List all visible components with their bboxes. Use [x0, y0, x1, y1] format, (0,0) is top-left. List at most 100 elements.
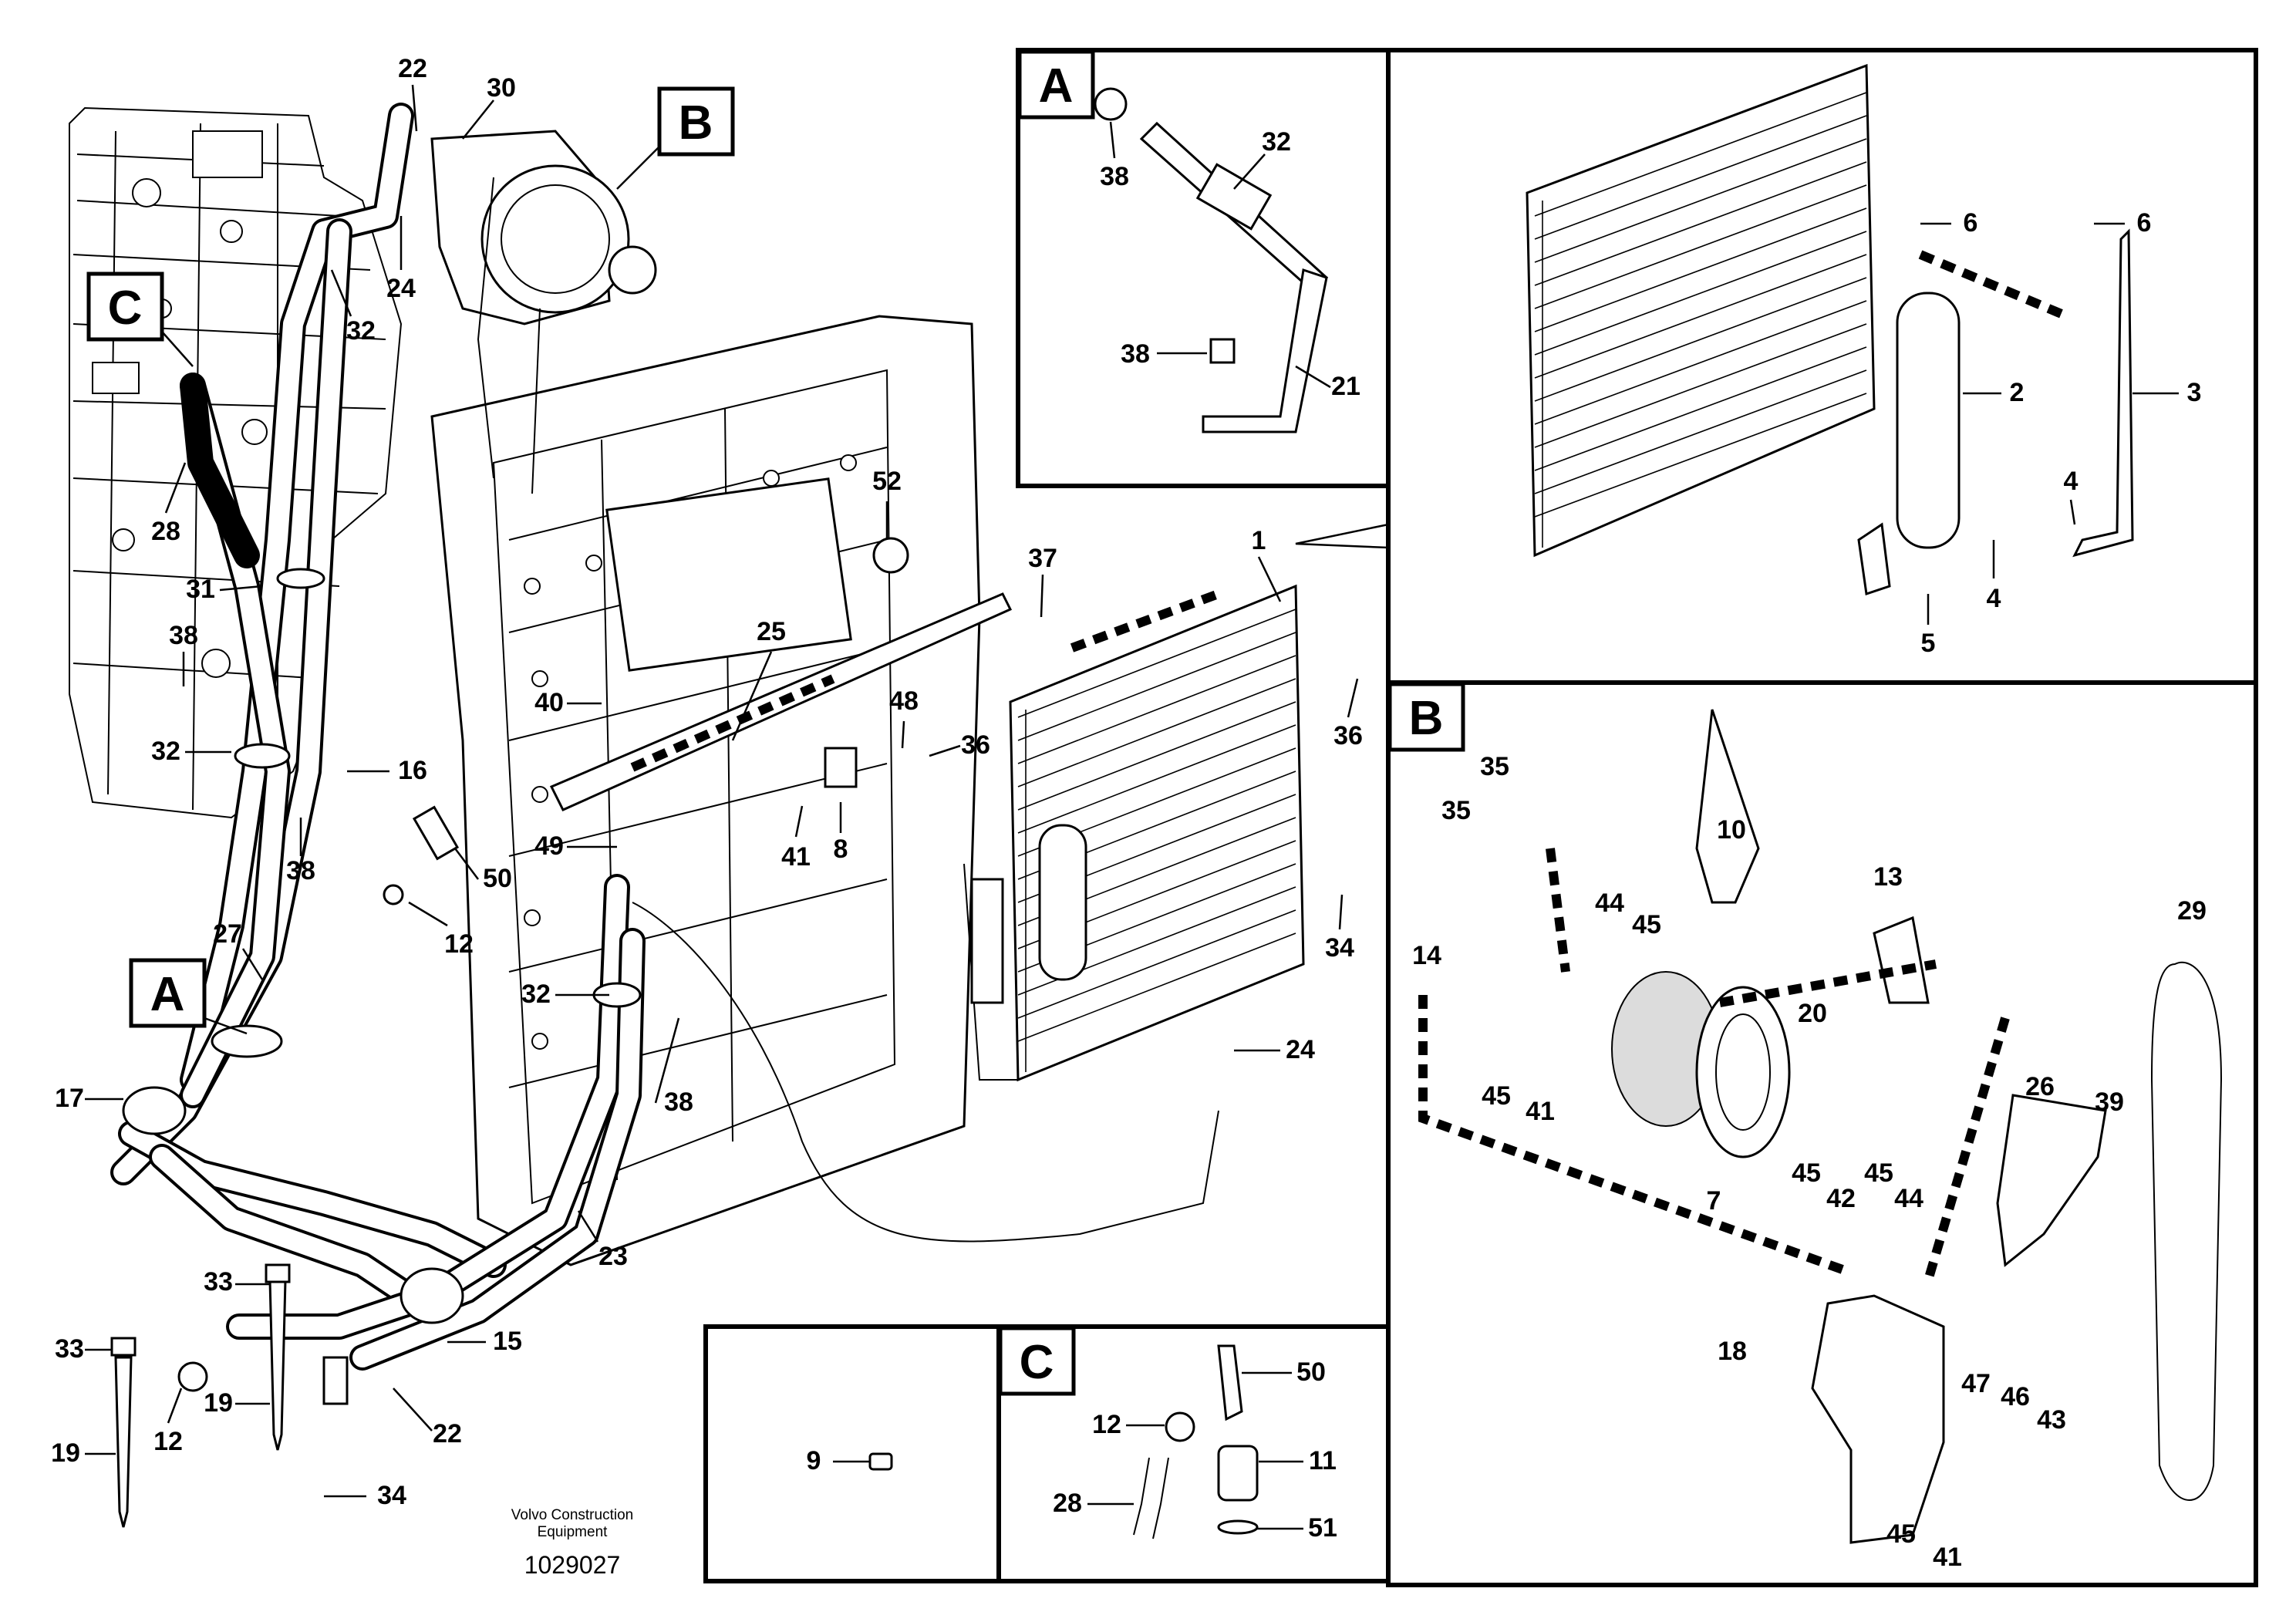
- callout-label: 1: [1252, 526, 1266, 555]
- callout-label: 18: [1718, 1337, 1747, 1366]
- callout-label: 32: [151, 737, 180, 766]
- callout-label: 7: [1707, 1186, 1721, 1216]
- callout-label: 12: [1092, 1410, 1121, 1439]
- callout-label: 36: [961, 730, 990, 760]
- company-name-line2: Equipment: [538, 1524, 609, 1540]
- callout-label: 40: [534, 688, 564, 717]
- callout-label: 36: [1333, 721, 1363, 750]
- callout-label: 41: [1933, 1543, 1962, 1572]
- callout-label: 45: [1482, 1081, 1511, 1111]
- detail-frame-9: [703, 1324, 1001, 1583]
- callout-label: 24: [386, 274, 416, 303]
- callout-label: 50: [1296, 1357, 1326, 1387]
- detail-frame-b: [1386, 680, 2258, 1587]
- callout-label: 35: [1441, 796, 1471, 825]
- callout-label: 45: [1886, 1519, 1916, 1549]
- callout-label: 21: [1331, 372, 1360, 401]
- callout-label: 47: [1961, 1369, 1991, 1398]
- callout-label: 28: [151, 517, 180, 546]
- callout-label: 12: [153, 1427, 183, 1456]
- callout-label: 4: [1987, 584, 2001, 613]
- callout-label: 24: [1286, 1035, 1315, 1064]
- callout-label: 23: [598, 1242, 628, 1271]
- callout-label: 38: [286, 856, 315, 885]
- detail-frame-a: [1016, 48, 1391, 488]
- callout-label: 38: [664, 1088, 693, 1117]
- callout-label: 34: [1325, 933, 1354, 963]
- callout-label: 11: [1309, 1446, 1337, 1475]
- callout-label: 41: [781, 842, 811, 872]
- callout-label: 44: [1894, 1184, 1923, 1213]
- callout-label: 10: [1717, 815, 1746, 845]
- view-label-c-detail: C: [998, 1326, 1076, 1396]
- view-label-a-detail: A: [1017, 49, 1095, 120]
- view-letter-c-detail: C: [1020, 1336, 1054, 1389]
- hose-assembly: [110, 103, 1219, 1371]
- callout-label: 13: [1873, 862, 1903, 892]
- callout-label: 15: [493, 1327, 522, 1356]
- callout-label: 26: [2025, 1072, 2055, 1101]
- callout-label: 44: [1595, 889, 1624, 918]
- fittings-main: [110, 805, 460, 1528]
- callouts-detail-c: 50 12 11 28 51: [1053, 1357, 1337, 1543]
- callout-label: 2: [2010, 378, 2025, 407]
- callout-label: 19: [51, 1438, 80, 1468]
- callout-label: 38: [1100, 162, 1129, 191]
- bracket-25: [549, 537, 1013, 811]
- compressor-pulley-drawing: [430, 130, 657, 494]
- callout-label: 17: [55, 1084, 84, 1113]
- callout-label: 30: [487, 73, 516, 103]
- view-letter-c-main: C: [108, 282, 143, 335]
- callout-label: 16: [398, 756, 427, 785]
- callout-label: 37: [1028, 544, 1057, 573]
- callout-label: 19: [204, 1388, 233, 1418]
- callout-label: 22: [433, 1419, 462, 1448]
- callout-label: 6: [2137, 208, 2152, 238]
- callout-label: 39: [2095, 1088, 2124, 1117]
- callout-label: 51: [1308, 1513, 1337, 1543]
- callouts-detail-b: 35 35 44 45 10 13 14 20 45 41 45 42 45 4…: [1412, 752, 2207, 1572]
- callout-label: 3: [2187, 378, 2202, 407]
- callout-label: 50: [483, 864, 512, 893]
- callout-label: 28: [1053, 1489, 1082, 1518]
- callout-label: 46: [2001, 1382, 2030, 1411]
- callout-label: 31: [186, 575, 215, 604]
- callout-label: 32: [1262, 127, 1291, 157]
- callout-label: 35: [1480, 752, 1509, 781]
- callout-label: 12: [444, 929, 474, 959]
- callout-label: 6: [1964, 208, 1978, 238]
- view-label-b-detail: B: [1387, 682, 1465, 752]
- view-label-c-main: C: [86, 271, 194, 367]
- view-letter-b-main: B: [679, 96, 713, 150]
- callouts-detail-9: 9: [807, 1446, 870, 1475]
- view-letter-a-main: A: [150, 968, 185, 1021]
- callout-label: 8: [834, 835, 848, 864]
- callout-label: 41: [1526, 1097, 1555, 1126]
- callout-label: 45: [1864, 1158, 1893, 1188]
- view-label-b-main: B: [616, 86, 735, 190]
- cooling-package-frame: [430, 315, 981, 1266]
- view-letter-a-detail: A: [1039, 59, 1074, 113]
- detail-frame-condenser: [1386, 48, 2258, 685]
- callout-label: 33: [55, 1334, 84, 1364]
- callout-label: 25: [757, 617, 786, 646]
- callout-label: 49: [534, 831, 564, 861]
- callout-label: 34: [377, 1481, 406, 1510]
- callout-label: 38: [1121, 339, 1150, 369]
- callout-label: 38: [169, 621, 198, 650]
- callout-label: 9: [807, 1446, 821, 1475]
- callout-label: 48: [889, 686, 919, 716]
- view-label-a-main: A: [129, 958, 248, 1035]
- callout-label: 45: [1632, 910, 1661, 939]
- callouts-condenser: 6 6 2 3 4 4 5: [1920, 208, 2201, 658]
- callout-label: 45: [1792, 1158, 1821, 1188]
- callout-label: 22: [398, 54, 427, 83]
- callout-label: 14: [1412, 941, 1441, 970]
- document-number: 1029027: [524, 1551, 621, 1579]
- callout-label: 32: [346, 316, 376, 346]
- leaders-main: [85, 84, 1359, 1498]
- callout-label: 43: [2037, 1405, 2066, 1435]
- view-letter-b-detail: B: [1409, 692, 1444, 745]
- callout-label: 33: [204, 1267, 233, 1297]
